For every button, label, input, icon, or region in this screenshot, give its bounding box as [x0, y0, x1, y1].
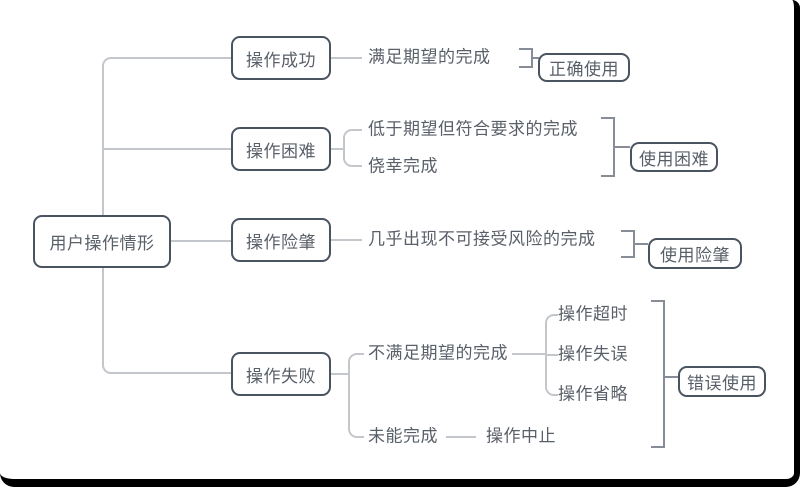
fork-failure-vertical: [348, 361, 350, 430]
leaf-nearmiss-outcome[interactable]: 几乎出现不可接受风险的完成: [368, 229, 596, 250]
connector-unsatisfied-fork: [512, 353, 545, 355]
node-operation-success[interactable]: 操作成功: [231, 36, 331, 80]
connector-success-outcome: [331, 57, 362, 59]
fork-failure-top: [348, 353, 364, 363]
leaf-failure-outcome-1[interactable]: 不满足期望的完成: [368, 343, 508, 364]
fork-difficult-top: [343, 129, 362, 139]
bracket-use-nearmiss: [621, 230, 635, 258]
fork-failure-bottom: [348, 428, 364, 438]
connector-nearmiss-outcome: [331, 239, 362, 241]
leaf-operation-mistake[interactable]: 操作失误: [558, 344, 628, 365]
leaf-failure-outcome-2[interactable]: 未能完成: [368, 426, 438, 447]
bracket-error-use: [651, 300, 665, 448]
bracket-stub-error-use: [665, 376, 678, 378]
connector-to-difficult: [102, 148, 231, 150]
leaf-operation-omission[interactable]: 操作省略: [558, 384, 628, 405]
fork-difficult-vertical: [343, 137, 345, 160]
node-use-difficult[interactable]: 使用困难: [630, 142, 718, 172]
fork-items-middle: [545, 354, 558, 356]
leaf-difficult-outcome-2[interactable]: 侥幸完成: [368, 156, 438, 177]
bracket-correct-use: [519, 48, 533, 68]
bracket-stub-use-nearmiss: [635, 243, 648, 245]
node-correct-use[interactable]: 正确使用: [538, 53, 630, 82]
bracket-stub-correct-use: [533, 57, 539, 59]
connector-abort: [446, 436, 476, 438]
connector-failure-stub: [331, 373, 348, 375]
leaf-difficult-outcome-1[interactable]: 低于期望但符合要求的完成: [368, 119, 578, 140]
connector-root-to-nearmiss: [171, 240, 231, 242]
node-use-nearmiss[interactable]: 使用险肇: [648, 238, 742, 269]
bracket-use-difficult: [601, 117, 615, 177]
node-operation-difficult[interactable]: 操作困难: [231, 127, 331, 171]
connector-trunk-bottom-corner: [102, 363, 231, 374]
node-operation-nearmiss[interactable]: 操作险肇: [231, 218, 331, 262]
node-operation-failure[interactable]: 操作失败: [231, 352, 331, 396]
connector-trunk-top-corner: [102, 57, 231, 69]
bracket-stub-use-difficult: [615, 146, 630, 148]
fork-difficult-bottom: [343, 157, 362, 167]
node-error-use[interactable]: 错误使用: [678, 366, 766, 397]
leaf-operation-abort[interactable]: 操作中止: [486, 426, 556, 447]
node-root[interactable]: 用户操作情形: [33, 215, 171, 268]
leaf-operation-timeout[interactable]: 操作超时: [558, 304, 628, 325]
connector-difficult-stub: [331, 148, 345, 150]
fork-items-top: [545, 314, 558, 324]
fork-items-bottom: [545, 386, 558, 396]
leaf-success-outcome[interactable]: 满足期望的完成: [368, 47, 491, 68]
